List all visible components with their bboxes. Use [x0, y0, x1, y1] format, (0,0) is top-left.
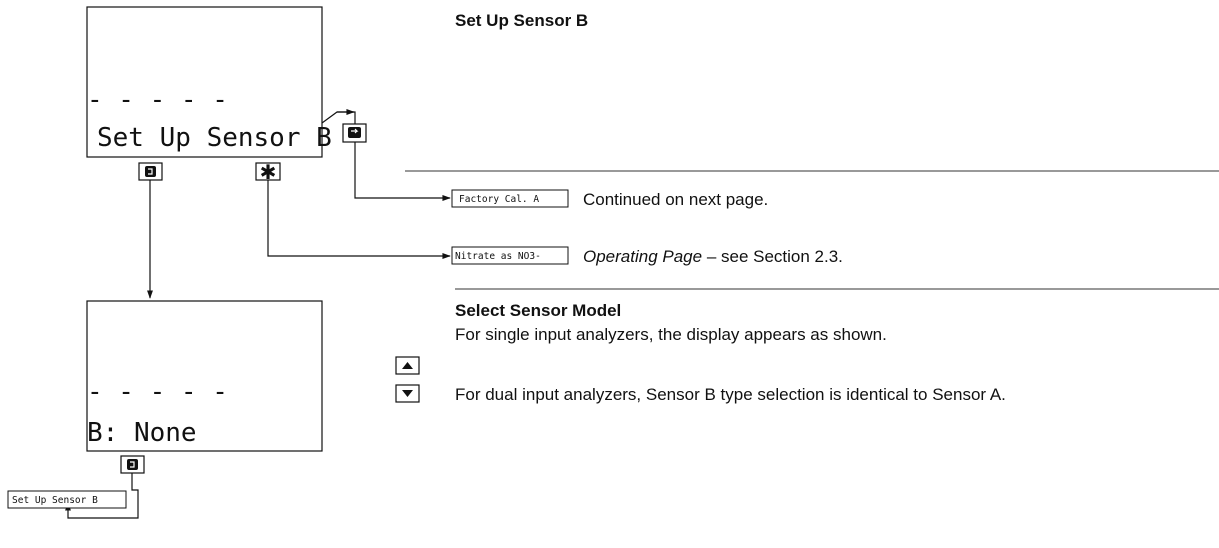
- chip-factory-cal: Factory Cal. A: [451, 189, 569, 208]
- enter-key-icon[interactable]: [138, 162, 163, 181]
- chip-return-setup: Set Up Sensor B: [7, 490, 127, 509]
- section-title-select: Select Sensor Model: [455, 301, 621, 320]
- connector-nitrate: [267, 180, 451, 259]
- up-arrow-key-icon[interactable]: [395, 356, 420, 375]
- advance-key-icon[interactable]: [342, 123, 367, 143]
- down-arrow-key-icon[interactable]: [395, 384, 420, 403]
- section-title-setup: Set Up Sensor B: [455, 11, 588, 30]
- chip-factory-cal-text: Factory Cal. A: [459, 194, 539, 205]
- lcd-dashes-bottom: - - - - -: [87, 377, 228, 407]
- select-line-1: For single input analyzers, the display …: [455, 325, 887, 344]
- enter-key-icon-bottom[interactable]: [120, 455, 145, 474]
- connector-factory-cal: [354, 142, 451, 201]
- operating-page-note: Operating Page – see Section 2.3.: [583, 247, 843, 266]
- lcd-label-sensor-model: B: None: [87, 418, 197, 448]
- chip-return-setup-text: Set Up Sensor B: [12, 495, 98, 506]
- continued-note: Continued on next page.: [583, 190, 768, 209]
- select-line-2: For dual input analyzers, Sensor B type …: [455, 385, 1006, 404]
- lcd-label-setup: Set Up Sensor B: [97, 123, 332, 153]
- svg-text:✱: ✱: [260, 160, 277, 184]
- operating-page-italic: Operating Page: [583, 247, 702, 266]
- lcd-display-sensor-model: - - - - - B: None: [86, 300, 323, 452]
- lcd-dashes: - - - - -: [87, 85, 228, 115]
- chip-nitrate: Nitrate as NO3-: [451, 246, 569, 265]
- chip-nitrate-text: Nitrate as NO3-: [455, 251, 541, 262]
- operating-page-rest: – see Section 2.3.: [702, 247, 843, 266]
- connector-return: [65, 473, 139, 519]
- lcd-display-setup: - - - - - Set Up Sensor B: [86, 6, 332, 158]
